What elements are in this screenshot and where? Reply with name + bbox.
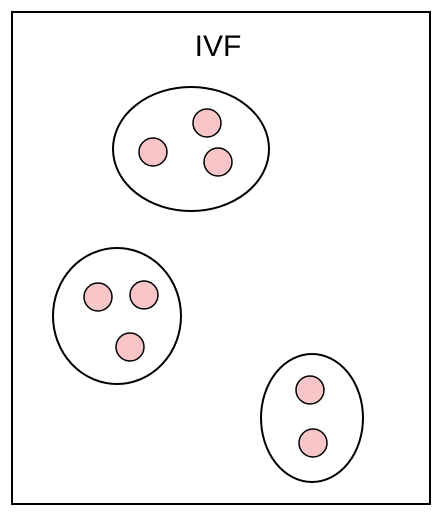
group-2 — [52, 247, 182, 385]
group-2-cell-2 — [129, 280, 159, 310]
group-3 — [260, 353, 364, 483]
diagram-frame — [11, 11, 431, 505]
group-3-ellipse — [260, 353, 364, 483]
group-1-cell-1 — [192, 108, 222, 138]
group-1 — [112, 86, 270, 212]
group-3-cell-2 — [298, 428, 328, 458]
group-1-cell-3 — [203, 147, 233, 177]
group-2-cell-1 — [83, 282, 113, 312]
group-2-cell-3 — [115, 332, 145, 362]
group-1-ellipse — [112, 86, 270, 212]
group-2-ellipse — [52, 247, 182, 385]
group-1-cell-2 — [138, 137, 168, 167]
diagram-title: IVF — [195, 30, 242, 63]
group-3-cell-1 — [295, 375, 325, 405]
